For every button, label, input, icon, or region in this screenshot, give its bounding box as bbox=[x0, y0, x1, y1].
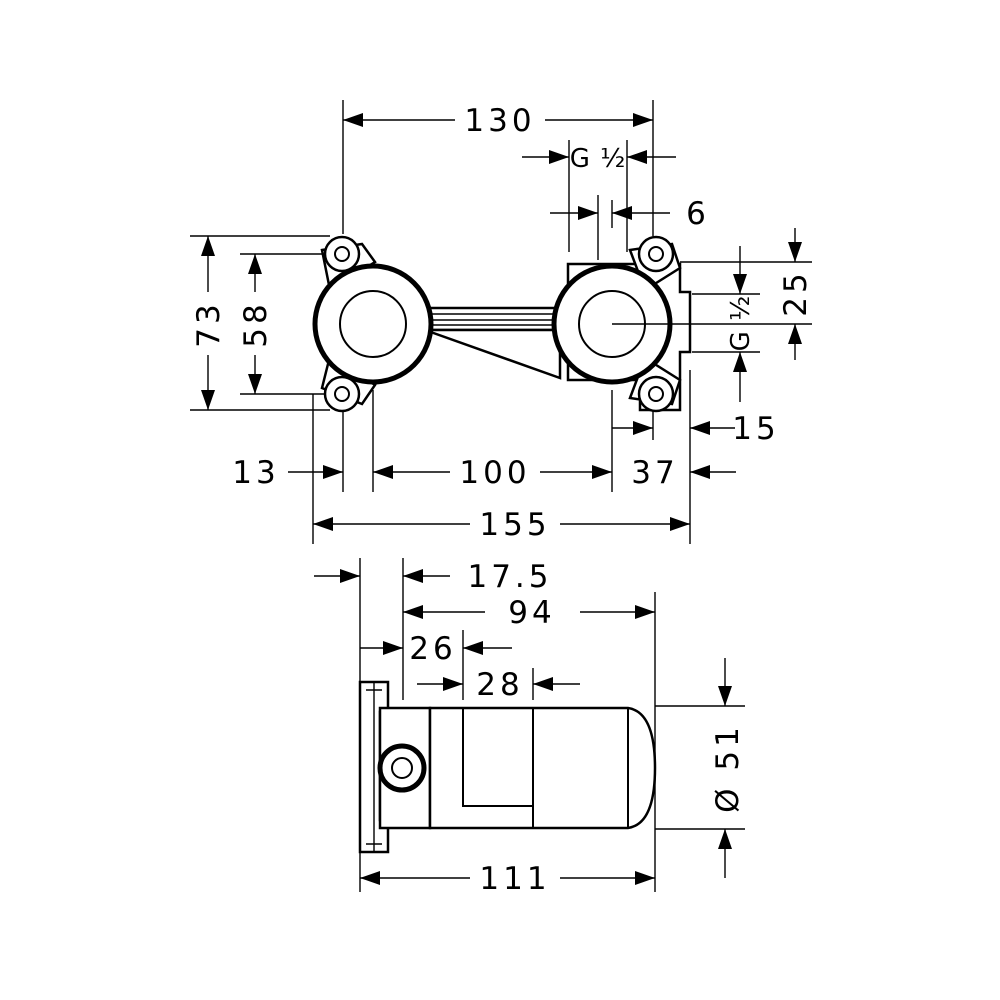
dim-25: 25 bbox=[778, 269, 814, 316]
dim-100: 100 bbox=[459, 455, 530, 491]
dim-13: 13 bbox=[232, 455, 279, 491]
dim-111: 111 bbox=[479, 861, 550, 897]
dim-155: 155 bbox=[479, 507, 550, 543]
dim-94: 94 bbox=[508, 595, 555, 631]
dim-28: 28 bbox=[476, 667, 523, 703]
side-dimension-labels: 17.5 94 26 28 Ø 51 111 bbox=[409, 559, 746, 897]
dim-diameter-51: Ø 51 bbox=[710, 723, 746, 813]
side-body bbox=[358, 680, 657, 854]
side-dimension-lines bbox=[314, 569, 732, 885]
front-view: 130 G ½ 6 73 58 25 G ½ 15 13 100 37 155 bbox=[190, 100, 814, 544]
dim-26: 26 bbox=[409, 631, 456, 667]
dim-15: 15 bbox=[732, 411, 779, 447]
dim-130: 130 bbox=[464, 103, 535, 139]
dim-g-half-side: G ½ bbox=[726, 295, 756, 352]
side-view: 17.5 94 26 28 Ø 51 111 bbox=[314, 558, 746, 897]
connecting-bar bbox=[418, 306, 562, 380]
dim-6: 6 bbox=[686, 196, 710, 232]
left-port bbox=[312, 263, 434, 385]
dim-37: 37 bbox=[631, 455, 678, 491]
front-extension-lines bbox=[190, 100, 812, 544]
front-dimension-labels: 130 G ½ 6 73 58 25 G ½ 15 13 100 37 155 bbox=[191, 103, 814, 543]
dim-17-5: 17.5 bbox=[467, 559, 552, 595]
dim-g-half-top: G ½ bbox=[570, 144, 627, 174]
front-dimension-lines bbox=[201, 113, 802, 531]
dim-73: 73 bbox=[191, 300, 227, 347]
dim-58: 58 bbox=[238, 300, 274, 347]
